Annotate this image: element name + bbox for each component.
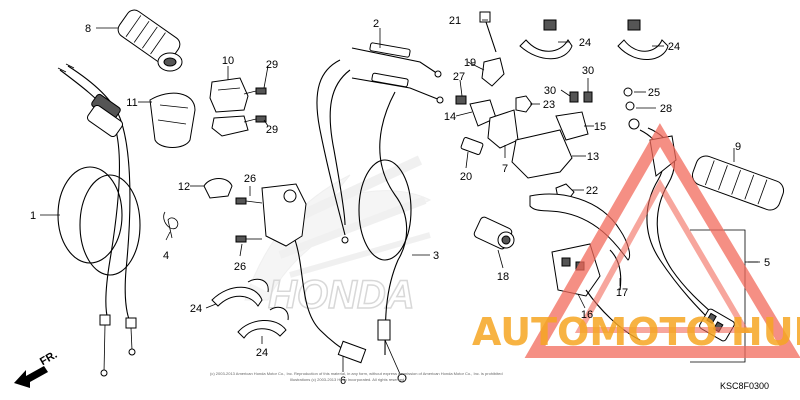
callout-13: 13 [587,151,599,163]
lever-bracket [511,129,573,179]
copyright-text-2: Illustrations (c) 2003-2013 Helm Incorpo… [290,377,405,382]
callout-7: 7 [502,163,508,175]
callout-5: 5 [764,257,770,269]
callout-18: 18 [497,271,509,283]
callout-16: 16 [581,309,593,321]
callout-11: 11 [126,97,137,109]
callout-20: 20 [460,171,472,183]
callout-1: 1 [30,210,36,222]
callout-25: 25 [648,87,660,99]
watermark-logo [524,123,800,358]
callout-17: 17 [616,287,628,299]
callout-8: 8 [85,23,91,35]
callout-2: 2 [373,18,379,30]
lever-holder [481,57,505,87]
cable-band-24-upper [519,19,669,60]
engine-stop-switch [261,183,367,364]
switch-7 [487,109,519,149]
callout-24c: 24 [190,303,202,315]
callout-21: 21 [449,15,461,27]
bolt-29 [243,87,267,123]
callout-14: 14 [444,111,456,123]
honda-wing-logo [244,155,432,301]
honda-logo-text: HONDA [268,273,415,317]
callout-leaders [40,19,760,372]
callout-10: 10 [222,55,234,67]
callout-3: 3 [433,250,439,262]
lever-clamp [555,111,589,141]
callout-27: 27 [453,71,465,83]
callout-29a: 29 [266,59,278,71]
callout-24d: 24 [256,347,268,359]
arrow-left-icon [14,366,48,388]
callout-4: 4 [163,250,169,262]
direction-label: FR. [38,349,59,368]
throttle-cable-assembly [57,63,141,377]
cable-band-24-lower [211,278,289,339]
callout-24a: 24 [579,37,591,49]
callout-22: 22 [586,185,598,197]
watermark-text: AUTOMOTO HUB [472,310,800,354]
callout-labels: 1 2 3 4 5 6 7 8 9 10 11 12 13 14 15 16 1… [30,15,770,387]
throttle-housing [149,92,196,148]
small-hardware [569,87,640,130]
callout-30b: 30 [582,65,594,77]
adjuster-18 [473,216,515,250]
callout-26b: 26 [234,261,246,273]
copyright-text: (c) 2003-2013 American Honda Motor Co., … [210,371,503,376]
throttle-housing-cover [209,77,249,137]
callout-30a: 30 [544,85,556,97]
part-20 [460,137,484,155]
callout-6: 6 [340,375,346,387]
pivot-bolt [479,11,497,53]
callout-28: 28 [660,103,672,115]
wire-clamp [163,211,179,239]
diagram-code: KSC8F0300 [720,381,769,391]
throttle-grip [117,9,183,72]
callout-24b: 24 [668,41,680,53]
callout-15: 15 [594,121,606,133]
left-grip [691,155,785,211]
wire-17 [609,249,622,291]
clutch-lever [529,193,631,261]
bolt-27 [455,95,467,105]
front-direction-indicator: FR. [14,349,59,388]
callout-29b: 29 [266,124,278,136]
callout-26a: 26 [244,173,256,185]
cable-clip [203,178,233,199]
callout-9: 9 [735,141,741,153]
nut-23 [515,95,533,113]
callout-12: 12 [178,181,190,193]
callout-23: 23 [543,99,555,111]
callout-19: 19 [464,57,476,69]
screw-26 [235,197,263,243]
